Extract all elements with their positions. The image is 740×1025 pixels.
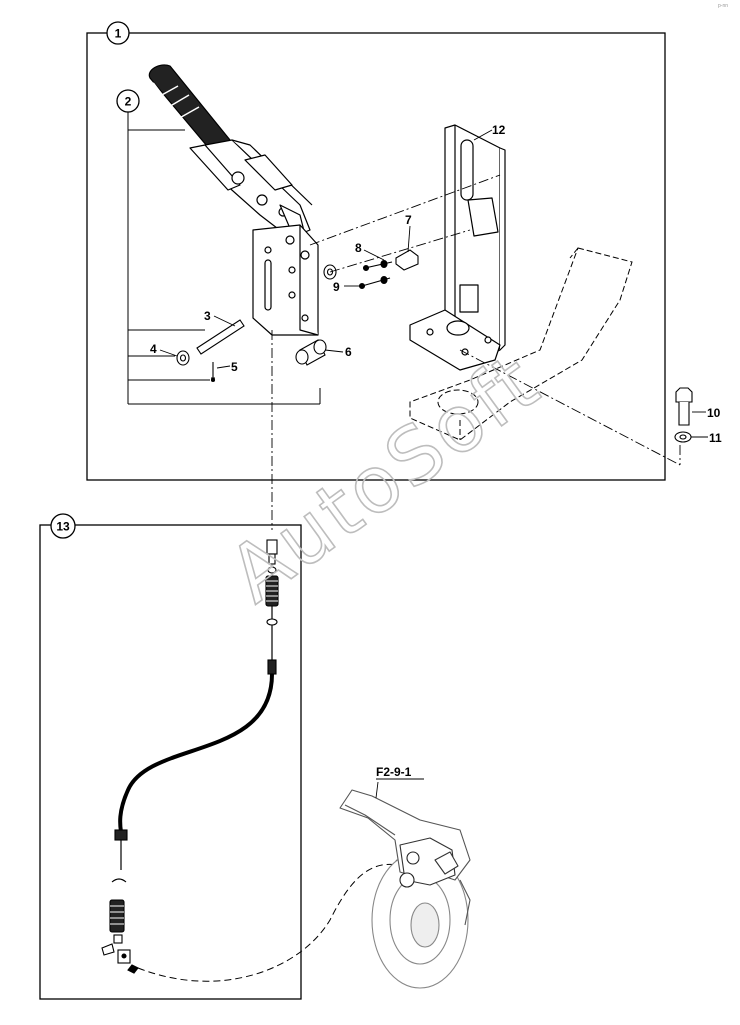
bolt-9 bbox=[358, 275, 391, 290]
callout-10: 10 bbox=[692, 406, 721, 420]
washer-11 bbox=[674, 431, 692, 443]
corner-mark: p-nn bbox=[718, 3, 728, 9]
svg-text:6: 6 bbox=[345, 345, 352, 359]
callout-9: 9 bbox=[333, 280, 360, 294]
hand-brake-lever bbox=[148, 64, 319, 336]
callout-7: 7 bbox=[405, 213, 412, 253]
cotter-pin-5 bbox=[210, 362, 216, 383]
bolt-10 bbox=[675, 387, 693, 426]
svg-text:5: 5 bbox=[231, 360, 238, 374]
pin-3 bbox=[196, 319, 245, 355]
callout-4: 4 bbox=[150, 342, 178, 357]
group-13-label: 13 bbox=[56, 520, 70, 534]
brake-cable bbox=[101, 539, 279, 974]
svg-text:F2-9-1: F2-9-1 bbox=[376, 765, 412, 779]
svg-text:10: 10 bbox=[707, 406, 721, 420]
svg-text:9: 9 bbox=[333, 280, 340, 294]
bolt-8 bbox=[362, 259, 393, 272]
watermark: AutoSoft bbox=[213, 337, 556, 621]
svg-text:11: 11 bbox=[709, 431, 722, 445]
svg-text:8: 8 bbox=[355, 241, 362, 255]
reference-label: F2-9-1 bbox=[375, 765, 424, 799]
mounting-bracket-12 bbox=[409, 124, 506, 371]
svg-text:4: 4 bbox=[150, 342, 157, 356]
group-2-circle: 2 bbox=[116, 89, 140, 113]
nut-7 bbox=[395, 249, 419, 271]
group-2-label: 2 bbox=[125, 95, 132, 109]
callout-5: 5 bbox=[216, 360, 238, 374]
svg-text:12: 12 bbox=[492, 123, 506, 137]
svg-text:7: 7 bbox=[405, 213, 412, 227]
group-2-bracket bbox=[127, 112, 321, 405]
group-1-frame bbox=[86, 32, 666, 481]
group-1-label: 1 bbox=[115, 27, 122, 41]
callout-8: 8 bbox=[355, 241, 385, 261]
center-lines bbox=[271, 174, 681, 530]
svg-text:3: 3 bbox=[204, 309, 211, 323]
roller-6 bbox=[295, 339, 327, 366]
callout-11: 11 bbox=[691, 431, 722, 445]
callout-6: 6 bbox=[324, 345, 352, 359]
brake-disc-assembly bbox=[339, 789, 471, 989]
group-13-frame bbox=[39, 524, 302, 1000]
group-13-circle: 13 bbox=[50, 513, 76, 539]
callout-3: 3 bbox=[204, 309, 236, 327]
cable-routing-line bbox=[137, 864, 403, 982]
group-1-circle: 1 bbox=[106, 21, 130, 45]
floor-plate-outline bbox=[409, 247, 633, 441]
washer-4 bbox=[176, 350, 190, 366]
callout-12: 12 bbox=[473, 123, 506, 141]
